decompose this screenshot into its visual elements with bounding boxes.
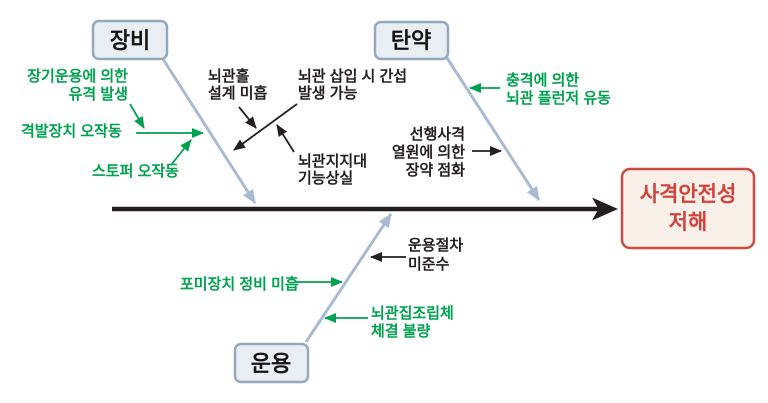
effect-label-line2: 저해 (669, 211, 708, 234)
category-label-ammunition: 탄약 (391, 28, 431, 53)
effect-box (620, 167, 756, 250)
bone-ammunition (445, 57, 541, 201)
cause-arrow-primer-insertion (233, 103, 298, 151)
effect-label-line1: 사격안전성 (640, 183, 737, 206)
spine-arrowhead-icon (592, 197, 618, 221)
cause-stopper-malfunction: 스토퍼 오작동 (92, 162, 179, 180)
cause-trigger-malfunction: 격발장치 오작동 (21, 122, 122, 140)
bone-equipment (161, 58, 257, 204)
cause-prior-fire-line2: 열원에 의한 (392, 143, 465, 161)
cause-primer-assembly-line1: 뇌관집조립체 (371, 304, 454, 322)
category-box-equipment (91, 19, 169, 61)
cause-primer-hole-line2: 설계 미흡 (208, 84, 268, 102)
category-box-operation (233, 342, 310, 384)
cause-primer-support-line2: 기능상실 (298, 170, 353, 187)
bone-operation (304, 213, 393, 343)
cause-prior-fire-line3: 장약 점화 (406, 161, 466, 179)
cause-primer-support-line1: 뇌관지지대 (298, 153, 367, 170)
cause-arrow-primer-support (276, 124, 295, 153)
cause-plunger-impact-line2: 뇌관 플런저 유동 (506, 89, 611, 107)
cause-primer-insertion-line2: 발생 가능 (298, 85, 358, 102)
cause-arrow-gap-longterm (129, 103, 145, 129)
cause-plunger-impact-line1: 충격에 의한 (506, 71, 579, 89)
cause-primer-insertion-line1: 뇌관 삽입 시 간섭 (298, 68, 407, 85)
cause-arrow-stopper-malfunction (170, 139, 192, 166)
category-label-equipment: 장비 (110, 28, 150, 53)
cause-arrow-primer-hole (238, 106, 257, 129)
cause-primer-assembly-line2: 체결 불량 (371, 322, 431, 340)
cause-primer-hole-line1: 뇌관홀 (208, 67, 250, 85)
cause-procedure-line2: 미준수 (408, 256, 450, 273)
cause-prior-fire-line1: 선행사격 (410, 125, 465, 143)
cause-gap-longterm-line2: 유격 발생 (69, 85, 128, 103)
cause-breech-maintenance: 포미장치 정비 미흡 (180, 275, 299, 293)
cause-gap-longterm-line1: 장기운용에 의한 (27, 67, 128, 85)
category-label-operation: 운용 (251, 351, 291, 376)
cause-procedure-line1: 운용절차 (408, 237, 463, 254)
category-box-ammunition (373, 20, 450, 61)
